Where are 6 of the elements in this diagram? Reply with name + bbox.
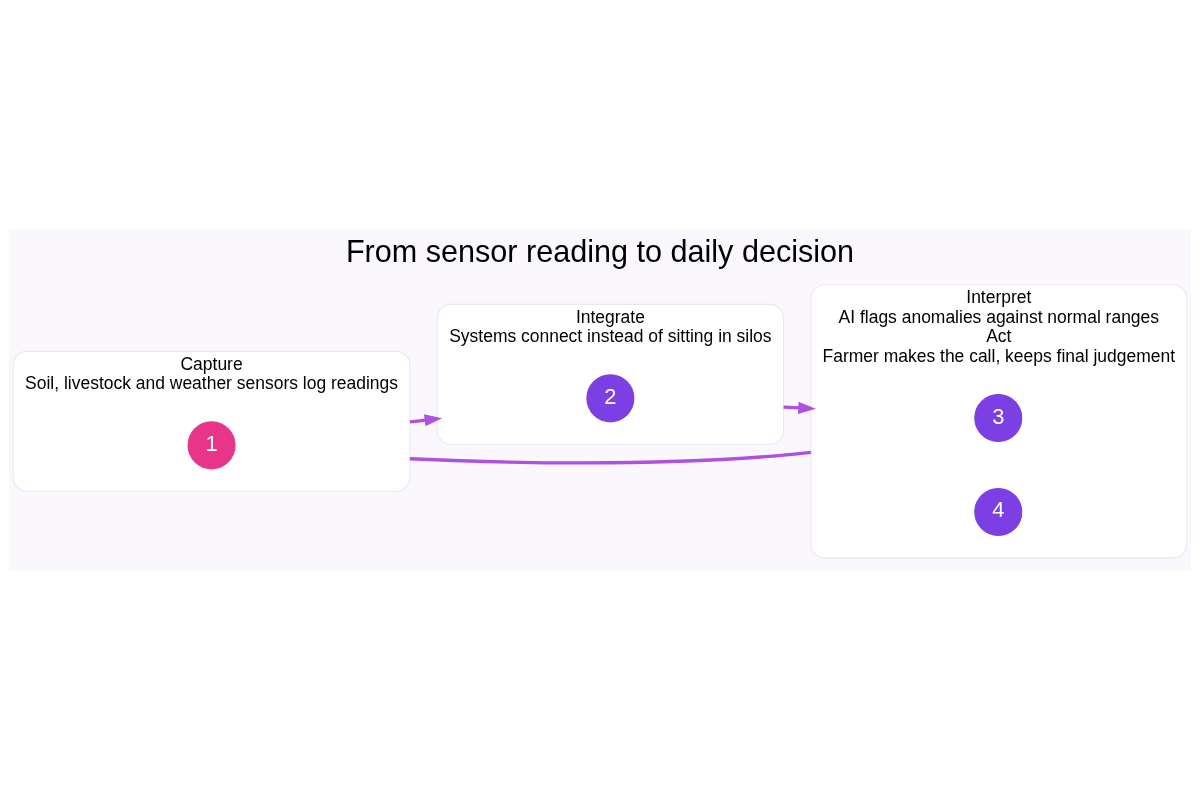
connector xyxy=(409,450,812,465)
node-circle: 1 xyxy=(187,421,236,470)
node-circle: 4 xyxy=(974,487,1023,537)
node-circle: 3 xyxy=(974,394,1023,443)
node-circle: 2 xyxy=(586,374,635,423)
diagram-title: From sensor reading to daily decision xyxy=(345,234,855,269)
